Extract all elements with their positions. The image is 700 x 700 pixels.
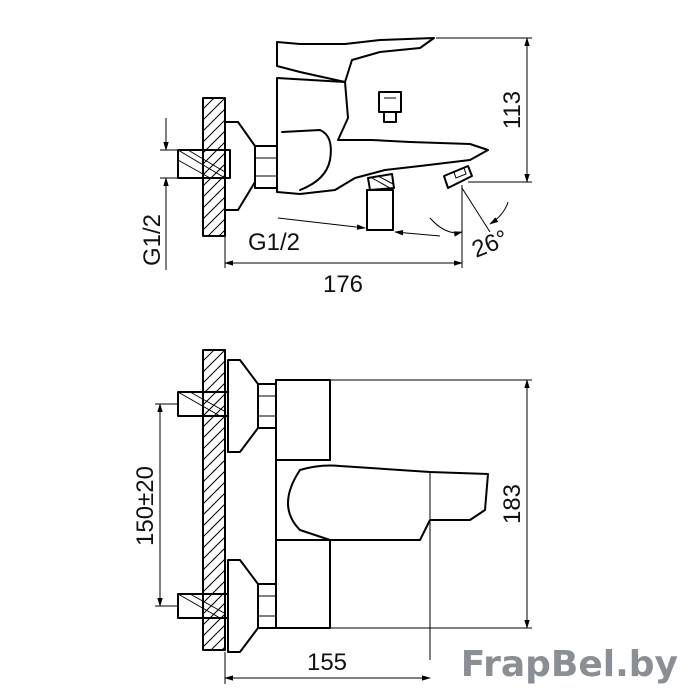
- wall-hatch-line: [203, 371, 225, 395]
- wall-hatch-line: [203, 360, 225, 384]
- hex-nut-top: [254, 145, 278, 189]
- lever-handle-side: [276, 37, 435, 83]
- wall-hatch-line: [203, 350, 204, 351]
- wall-hatch-line: [203, 98, 215, 110]
- wall-hatch-line: [203, 470, 225, 494]
- dimension-150: 150±20: [132, 403, 178, 607]
- wall-hatch-line: [203, 569, 225, 593]
- watermark: FrapBel.by: [461, 644, 678, 685]
- faucet-body-side: [276, 77, 489, 195]
- inlet-connector-top: [177, 149, 231, 179]
- wall-hatch-line: [203, 350, 225, 373]
- wall-hatch-line: [203, 350, 215, 362]
- wall-hatch-line: [203, 196, 225, 220]
- wall-hatch-line: [203, 669, 225, 691]
- wall-hatch-line: [203, 481, 225, 505]
- wall-hatch-line: [203, 426, 225, 450]
- wall-hatch-line: [203, 152, 225, 176]
- dim-155-label: 155: [307, 649, 347, 676]
- wall-hatch-line: [203, 503, 225, 527]
- dim-113-label: 113: [499, 91, 526, 129]
- dimension-g12-vertical: G1/2: [139, 118, 178, 270]
- dim-183-label: 183: [499, 484, 526, 524]
- dim-176-label: 176: [323, 271, 363, 298]
- wall-hatch-line: [203, 547, 225, 571]
- side-view: 113 G1/2 G1/2 26°: [139, 37, 532, 298]
- wall-hatch-line: [203, 525, 225, 549]
- wall-hatch-line: [203, 241, 225, 263]
- wall-hatch-line: [218, 229, 225, 236]
- front-view: 150±20 183 155: [132, 349, 532, 691]
- diverter-knob: [378, 91, 402, 113]
- wall-hatch-line: [203, 558, 225, 582]
- wall-hatch-line: [203, 252, 225, 274]
- wall-hatch-line: [203, 119, 225, 143]
- lever-handle-front: [287, 464, 489, 541]
- wall-section-top: [202, 97, 226, 274]
- dim-g12-horizontal-label: G1/2: [248, 229, 300, 256]
- dimension-113: 113: [436, 37, 532, 183]
- dimension-183: 183: [330, 379, 532, 629]
- wall-hatch-line: [203, 437, 225, 461]
- dimension-155: 155: [224, 649, 431, 684]
- wall-section-bottom: [202, 349, 226, 691]
- upper-inlet: [177, 359, 277, 453]
- dimension-176: 176: [224, 212, 463, 298]
- dimension-g12-horizontal: G1/2: [248, 217, 441, 256]
- wall-hatch-line: [203, 658, 225, 680]
- wall-hatch-line: [203, 207, 225, 231]
- wall-hatch-line: [203, 492, 225, 516]
- wall-hatch-line: [203, 98, 225, 121]
- wall-hatch-line: [203, 536, 225, 560]
- wall-hatch-line: [203, 624, 225, 648]
- wall-hatch-line: [203, 459, 225, 483]
- shower-outlet: [366, 173, 395, 231]
- wall-hatch-line: [210, 635, 225, 650]
- dim-angle-label: 26°: [468, 225, 512, 264]
- wall-hatch-line: [203, 415, 225, 439]
- lower-inlet: [177, 559, 277, 653]
- dim-g12-vertical-label: G1/2: [139, 214, 166, 266]
- wall-hatch-line: [203, 382, 225, 406]
- wall-hatch-line: [203, 98, 204, 99]
- wall-hatch-line: [203, 580, 225, 604]
- wall-hatch-line: [207, 218, 225, 236]
- dim-150-label: 150±20: [132, 466, 159, 546]
- dimension-angle-26: 26°: [429, 185, 512, 264]
- wall-hatch-line: [203, 448, 225, 472]
- wall-hatch-line: [203, 108, 225, 132]
- wall-hatch-line: [203, 141, 225, 165]
- faucet-body-front: [275, 379, 331, 629]
- wall-hatch-line: [203, 163, 225, 187]
- wall-hatch-line: [203, 185, 225, 209]
- wall-hatch-line: [203, 514, 225, 538]
